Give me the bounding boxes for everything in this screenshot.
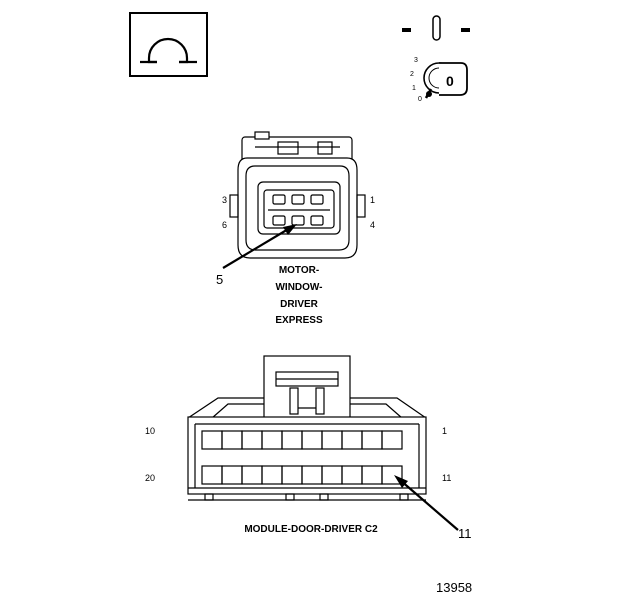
key-position-0: 0 [418, 96, 422, 103]
callout-arrow-11 [394, 475, 459, 531]
pin-label-20: 20 [145, 473, 155, 483]
key-position-1: 1 [412, 85, 416, 92]
pin-label-3: 3 [222, 195, 227, 205]
connector-name-line-3: DRIVER [280, 299, 319, 310]
callout-label-5: 5 [216, 272, 223, 287]
key-label: 0 [446, 73, 454, 89]
connector-name-line-2: WINDOW- [275, 282, 322, 293]
figure-number: 13958 [436, 580, 472, 595]
callout-arrow-5 [222, 224, 297, 269]
pin-label-11: 11 [442, 473, 451, 483]
pin-label-1: 1 [370, 195, 375, 205]
ignition-key-icon: 3 2 1 0 0 [402, 15, 470, 103]
key-position-2: 2 [410, 71, 414, 78]
motor-window-connector [229, 131, 366, 259]
pin-label-4: 4 [370, 220, 375, 230]
pin-label-10: 10 [145, 426, 155, 436]
pin-label-1: 1 [442, 426, 447, 436]
connector-name-line-1: MOTOR- [279, 265, 319, 276]
ohmmeter-symbol [129, 12, 208, 77]
module-door-connector [187, 355, 427, 501]
pin-label-6: 6 [222, 220, 227, 230]
module-connector-name: MODULE-DOOR-DRIVER C2 [244, 524, 378, 535]
key-position-3: 3 [414, 57, 418, 64]
connector-name-line-4: EXPRESS [275, 315, 323, 326]
callout-label-11: 11 [458, 526, 472, 541]
